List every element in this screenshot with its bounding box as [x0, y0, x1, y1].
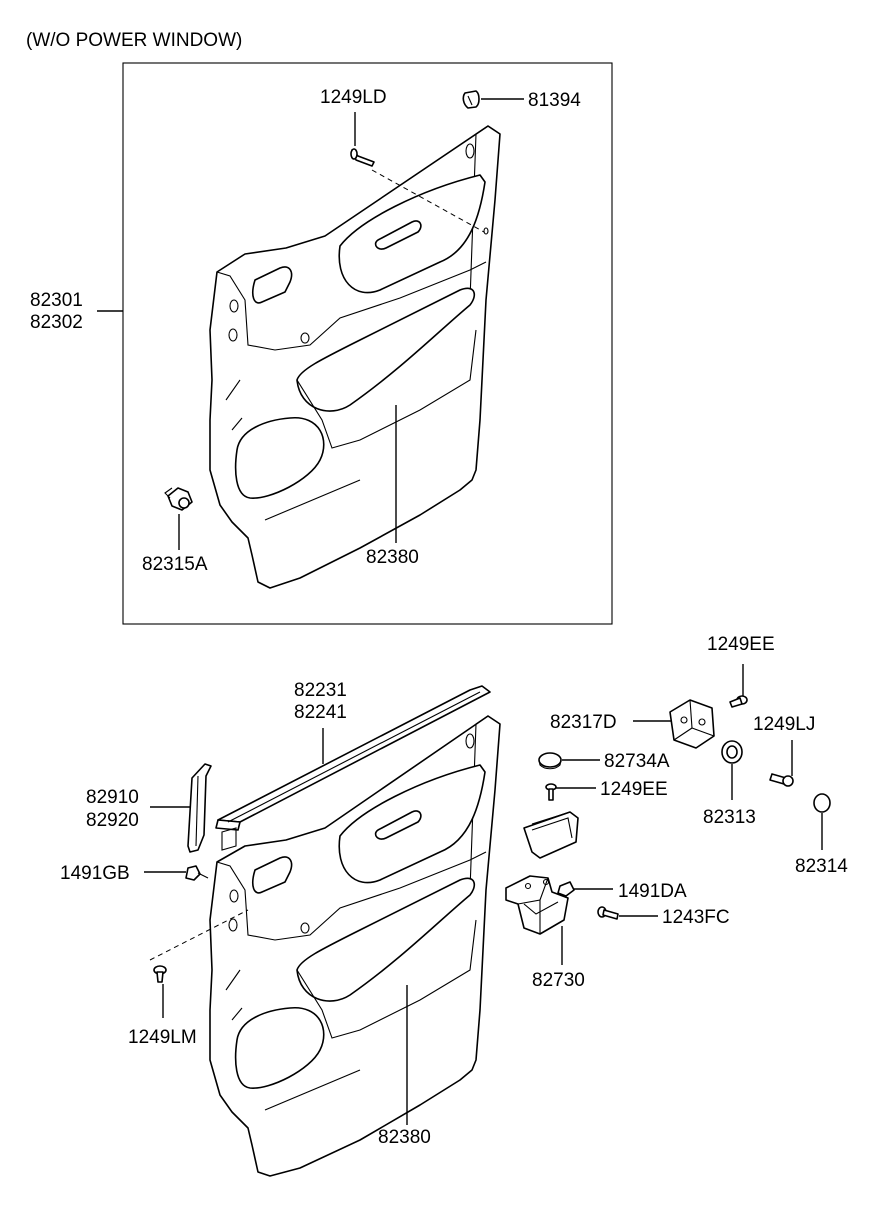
screw-1243FC-icon [597, 906, 619, 920]
label-82910: 82910 [86, 787, 139, 808]
label-82734A: 82734A [604, 751, 670, 772]
label-82231: 82231 [294, 680, 347, 701]
screw-1491GB-icon [185, 865, 209, 881]
bracket-82317D-icon [669, 699, 715, 749]
label-82302: 82302 [30, 312, 83, 333]
label-1491DA: 1491DA [618, 881, 687, 902]
door-trim-panel-bottom [149, 715, 501, 1177]
handle-cup-icon [523, 811, 579, 859]
label-1249EE-lower: 1249EE [600, 779, 668, 800]
label-82315A: 82315A [142, 554, 208, 575]
label-82380-top: 82380 [366, 547, 419, 568]
plug-82734A-icon [538, 752, 562, 770]
label-1249LD: 1249LD [320, 87, 387, 108]
label-82301: 82301 [30, 290, 83, 311]
label-1249LJ: 1249LJ [753, 714, 815, 735]
screw-1249LD-icon [350, 148, 375, 167]
clip-1491DA-icon [557, 881, 575, 897]
label-1249EE-upper: 1249EE [707, 634, 775, 655]
label-82314: 82314 [795, 856, 848, 877]
label-1243FC: 1243FC [662, 907, 730, 928]
door-trim-panel-top [209, 125, 501, 589]
screw-1249LM-icon [153, 965, 167, 983]
label-82241: 82241 [294, 702, 347, 723]
cap-81394-icon [462, 90, 480, 109]
label-1249LM: 1249LM [128, 1027, 197, 1048]
clip-82315A-icon [164, 487, 193, 511]
bracket-82730-icon [505, 875, 569, 935]
weatherstrip-82231-icon [215, 685, 491, 851]
label-82380-bottom: 82380 [378, 1127, 431, 1148]
screw-1249LJ-icon [769, 773, 794, 787]
screw-1249EE-upper-icon [729, 695, 748, 708]
label-1491GB: 1491GB [60, 863, 130, 884]
label-82730: 82730 [532, 970, 585, 991]
screw-1249EE-lower-icon [545, 783, 557, 801]
label-82920: 82920 [86, 810, 139, 831]
cap-82314-icon [813, 793, 831, 813]
diagram-header: (W/O POWER WINDOW) [26, 30, 242, 51]
top-frame [122, 62, 613, 625]
label-81394: 81394 [528, 90, 581, 111]
label-82317D: 82317D [550, 712, 617, 733]
grommet-82313-icon [721, 740, 743, 764]
molding-82910-icon [187, 763, 212, 853]
label-82313: 82313 [703, 807, 756, 828]
